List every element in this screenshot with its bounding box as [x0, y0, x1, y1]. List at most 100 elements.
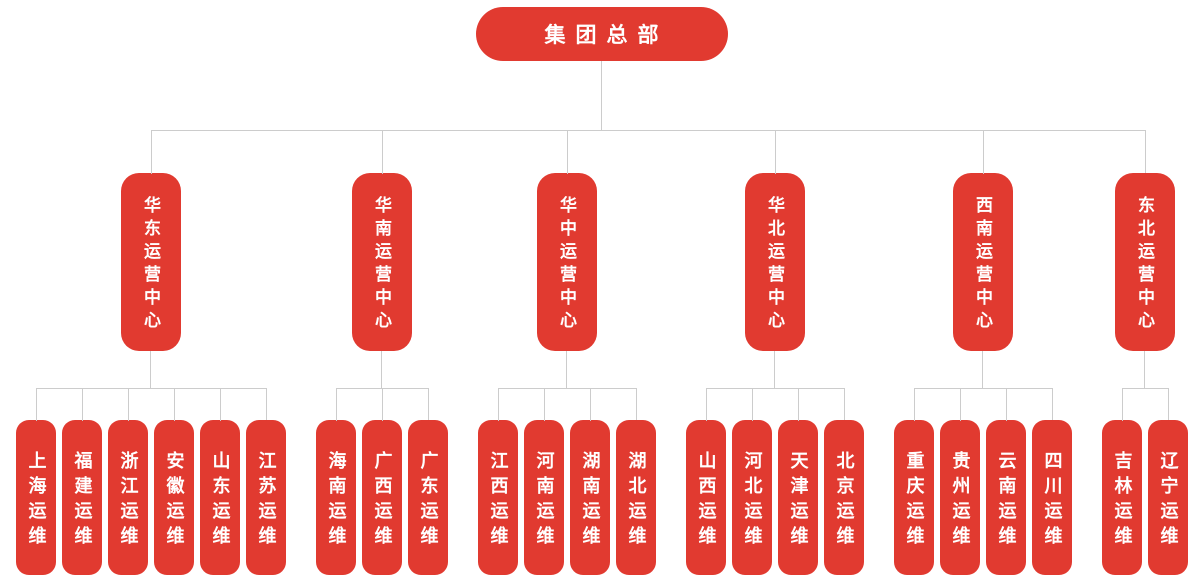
leaf: 云南运维 [982, 388, 1030, 575]
leaf: 山东运维 [196, 388, 244, 575]
leaf-node: 云南运维 [985, 420, 1026, 575]
leaf-node-label: 江苏运维 [255, 451, 277, 551]
leaves-level: 上海运维 福建运维 浙江运维 安徽运维 山东运维 江苏运维 [13, 388, 289, 575]
branch: 华东运营中心 上海运维 福建运维 浙江运维 安徽运维 山东运维 江苏运维 [1, 130, 302, 575]
branch: 东北运营中心 吉林运维 辽宁运维 [1086, 130, 1203, 575]
leaf: 福建运维 [58, 388, 106, 575]
leaf: 广东运维 [404, 388, 451, 575]
leaf-node: 河北运维 [731, 420, 772, 575]
branch-node-label: 西南运营中心 [972, 196, 992, 334]
leaf-node: 广东运维 [407, 420, 448, 575]
leaf-node-label: 云南运维 [995, 451, 1017, 551]
leaf-node: 辽宁运维 [1147, 420, 1188, 575]
branch-node: 华中运营中心 [536, 173, 597, 351]
leaf-node: 山西运维 [685, 420, 726, 575]
leaf-node: 吉林运维 [1101, 420, 1142, 575]
branches-level: 华东运营中心 上海运维 福建运维 浙江运维 安徽运维 山东运维 江苏运维 [1, 130, 1203, 575]
leaf-node: 四川运维 [1031, 420, 1072, 575]
leaf-node: 安徽运维 [153, 420, 194, 575]
leaf-node-label: 河南运维 [533, 451, 555, 551]
leaf-node-label: 广西运维 [371, 451, 393, 551]
branch-node-label: 华南运营中心 [371, 196, 391, 334]
leaf-node-label: 湖南运维 [579, 451, 601, 551]
branch-node-label: 华北运营中心 [764, 196, 784, 334]
leaf-node: 河南运维 [523, 420, 564, 575]
leaf-node: 海南运维 [315, 420, 356, 575]
leaf-node: 贵州运维 [939, 420, 980, 575]
root-connector-stub [601, 61, 602, 130]
leaf: 上海运维 [13, 388, 60, 575]
branch-connector-stub [381, 351, 382, 388]
branch-connector-stub [566, 351, 567, 388]
leaf: 吉林运维 [1099, 388, 1146, 575]
leaf: 浙江运维 [104, 388, 152, 575]
leaf: 河南运维 [520, 388, 568, 575]
branch-node: 华北运营中心 [744, 173, 805, 351]
leaf: 辽宁运维 [1144, 388, 1191, 575]
branch: 华南运营中心 海南运维 广西运维 广东运维 [300, 130, 464, 575]
leaf-node-label: 吉林运维 [1111, 451, 1133, 551]
leaf-node-label: 天津运维 [787, 451, 809, 551]
leaf-node-label: 海南运维 [325, 451, 347, 551]
leaf: 天津运维 [774, 388, 822, 575]
branch-node-label: 华东运营中心 [140, 196, 160, 334]
leaves-level: 重庆运维 贵州运维 云南运维 四川运维 [891, 388, 1075, 575]
branch-connector-stub [774, 351, 775, 388]
branch-connector-stub [1144, 351, 1145, 388]
branch-connector-stub [982, 351, 983, 388]
leaf-node: 重庆运维 [893, 420, 934, 575]
branch-node: 西南运营中心 [952, 173, 1013, 351]
leaf-node: 江西运维 [477, 420, 518, 575]
leaf-node: 北京运维 [823, 420, 864, 575]
leaf-node-label: 河北运维 [741, 451, 763, 551]
leaf-node-label: 上海运维 [25, 451, 47, 551]
leaf: 安徽运维 [150, 388, 198, 575]
branch: 华中运营中心 江西运维 河南运维 湖南运维 湖北运维 [462, 130, 672, 575]
org-chart-root-wrap: 集团总部 华东运营中心 上海运维 福建运维 浙江运维 安徽运维 山东运维 [1, 7, 1203, 575]
leaf: 河北运维 [728, 388, 776, 575]
leaf-node-label: 江西运维 [487, 451, 509, 551]
branch-connector-stub [150, 351, 151, 388]
leaf: 湖北运维 [612, 388, 659, 575]
leaf-node-label: 北京运维 [833, 451, 855, 551]
leaf-node-label: 安徽运维 [163, 451, 185, 551]
leaf-node-label: 山西运维 [695, 451, 717, 551]
leaves-level: 江西运维 河南运维 湖南运维 湖北运维 [475, 388, 659, 575]
leaf-node: 湖南运维 [569, 420, 610, 575]
leaf: 四川运维 [1028, 388, 1075, 575]
root-node: 集团总部 [475, 7, 728, 61]
leaves-level: 吉林运维 辽宁运维 [1099, 388, 1191, 575]
leaf-node-label: 湖北运维 [625, 451, 647, 551]
leaf: 重庆运维 [891, 388, 938, 575]
leaf-node: 福建运维 [61, 420, 102, 575]
leaf-node-label: 四川运维 [1041, 451, 1063, 551]
leaf-node: 山东运维 [199, 420, 240, 575]
branch: 西南运营中心 重庆运维 贵州运维 云南运维 四川运维 [878, 130, 1088, 575]
branch-node: 华南运营中心 [351, 173, 412, 351]
leaf-node-label: 辽宁运维 [1157, 451, 1179, 551]
leaf: 山西运维 [683, 388, 730, 575]
leaf: 湖南运维 [566, 388, 614, 575]
branch-node-label: 华中运营中心 [556, 196, 576, 334]
leaves-level: 山西运维 河北运维 天津运维 北京运维 [683, 388, 867, 575]
leaf-node: 浙江运维 [107, 420, 148, 575]
leaf: 贵州运维 [936, 388, 984, 575]
leaf-node-label: 山东运维 [209, 451, 231, 551]
leaf: 海南运维 [313, 388, 360, 575]
leaf: 江苏运维 [242, 388, 289, 575]
leaf-node: 湖北运维 [615, 420, 656, 575]
leaf-node-label: 广东运维 [417, 451, 439, 551]
leaf: 北京运维 [820, 388, 867, 575]
leaf-node-label: 浙江运维 [117, 451, 139, 551]
branch-node: 华东运营中心 [120, 173, 181, 351]
leaves-level: 海南运维 广西运维 广东运维 [313, 388, 451, 575]
leaf-node: 上海运维 [15, 420, 56, 575]
branch-node-label: 东北运营中心 [1134, 196, 1154, 334]
leaf-node-label: 福建运维 [71, 451, 93, 551]
leaf-node: 广西运维 [361, 420, 402, 575]
leaf-node-label: 重庆运维 [903, 451, 925, 551]
leaf-node-label: 贵州运维 [949, 451, 971, 551]
leaf: 江西运维 [475, 388, 522, 575]
leaf-node: 天津运维 [777, 420, 818, 575]
